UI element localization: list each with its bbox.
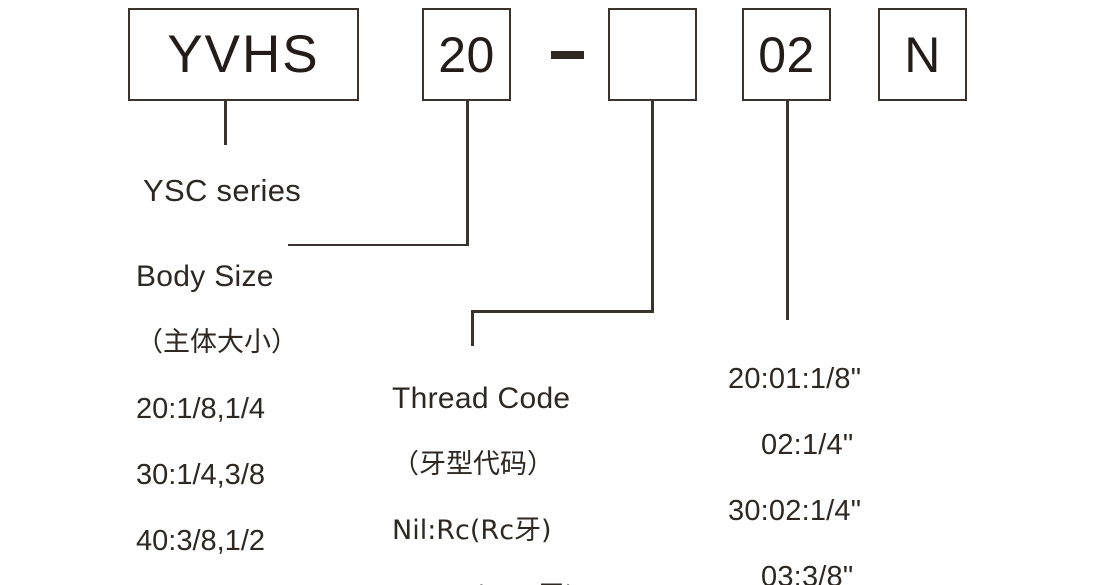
code-box-option-value: N xyxy=(904,26,941,83)
annotation-thread-code-option: Nil:Rc(Rc牙) xyxy=(392,515,552,546)
code-box-series: YVHS xyxy=(128,8,359,101)
leader-line-port-size xyxy=(786,101,789,320)
annotation-port-size-option: 30:02:1/4" xyxy=(728,495,862,527)
annotation-series: YSC series xyxy=(143,142,301,240)
code-box-thread-code xyxy=(608,8,697,101)
annotation-series-title: YSC series xyxy=(143,173,302,208)
annotation-thread-code: Thread Code （牙型代码） Nil:Rc(Rc牙) N:NPT(NPT… xyxy=(392,350,575,585)
annotation-body-size-option: 40:3/8,1/2 xyxy=(136,525,265,557)
annotation-body-size-option: 30:1/4,3/8 xyxy=(136,459,265,491)
code-box-port-size: 02 xyxy=(742,8,831,101)
annotation-port-size: 20:01:1/8" 02:1/4" 30:02:1/4" 03:3/8" 40… xyxy=(728,330,870,585)
leader-line-thread-code-vertical-upper xyxy=(651,101,654,312)
leader-line-body-size-vertical xyxy=(466,101,469,246)
code-box-option: N xyxy=(878,8,967,101)
code-box-body-size-value: 20 xyxy=(438,26,495,83)
leader-line-thread-code-vertical-lower xyxy=(471,310,474,346)
annotation-body-size-title-cjk: （主体大小） xyxy=(136,327,298,358)
code-box-series-value: YVHS xyxy=(167,25,320,84)
annotation-thread-code-title-cjk: （牙型代码） xyxy=(392,449,554,480)
annotation-body-size-title: Body Size xyxy=(136,260,274,293)
separator-dash-icon xyxy=(551,51,584,59)
annotation-port-size-option: 02:1/4" xyxy=(728,429,854,461)
code-box-port-size-value: 02 xyxy=(758,26,815,83)
annotation-body-size: Body Size （主体大小） 20:1/8,1/4 30:1/4,3/8 4… xyxy=(136,228,298,585)
annotation-body-size-option: 20:1/8,1/4 xyxy=(136,393,265,425)
leader-line-thread-code-horizontal xyxy=(471,310,654,313)
leader-line-body-size-horizontal xyxy=(288,243,468,246)
leader-line-series xyxy=(224,101,227,145)
annotation-port-size-option: 03:3/8" xyxy=(728,561,854,585)
annotation-port-size-option: 20:01:1/8" xyxy=(728,363,862,395)
code-box-body-size: 20 xyxy=(422,8,511,101)
annotation-thread-code-option: N:NPT(NPT牙) xyxy=(392,580,575,585)
annotation-thread-code-title: Thread Code xyxy=(392,382,571,415)
